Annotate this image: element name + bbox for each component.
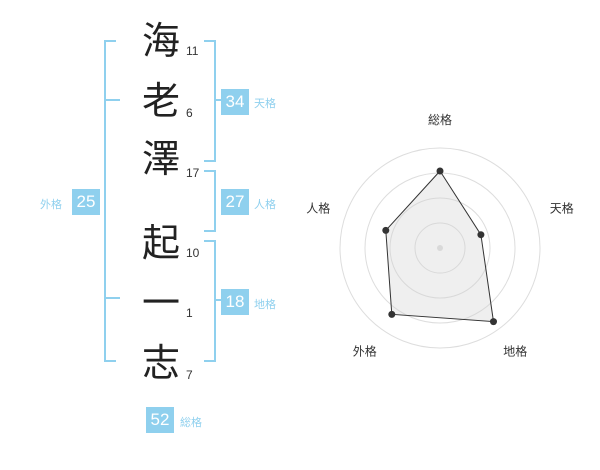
- chikaku-tick: [214, 299, 222, 301]
- radar-point-3: [489, 318, 497, 326]
- gaikaku-tick-bottom: [106, 297, 120, 299]
- tenkaku-bracket: [204, 40, 216, 162]
- gaikaku-label: 外格: [40, 198, 62, 211]
- radar-axis-label-1: 総格: [428, 112, 452, 127]
- stroke-count-4: 10: [186, 246, 200, 260]
- radar-axis-label-4: 外格: [353, 344, 377, 359]
- name-char-6: 志: [141, 341, 180, 385]
- name-char-5: 一: [141, 281, 180, 325]
- tenkaku-tick: [214, 99, 222, 101]
- radar-point-2: [477, 231, 485, 239]
- radar-ring-1: [414, 222, 466, 274]
- radar-axis-label-3: 地格: [503, 344, 527, 359]
- radar-center-dot: [437, 245, 443, 251]
- tenkaku-value: 34: [221, 89, 249, 115]
- radar-ring-4: [339, 147, 541, 349]
- radar-point-5: [382, 226, 390, 234]
- name-char-2: 老: [141, 79, 180, 123]
- tenkaku-label: 天格: [254, 97, 276, 110]
- gaikaku-value: 25: [72, 189, 100, 215]
- chikaku-value: 18: [221, 289, 249, 315]
- jinkaku-bracket: [204, 170, 216, 232]
- gaikaku-bracket: [104, 40, 116, 362]
- gaikaku-tick-top: [106, 99, 120, 101]
- jinkaku-label: 人格: [254, 198, 276, 211]
- soukaku-value: 52: [146, 407, 174, 433]
- radar-point-4: [388, 310, 396, 318]
- name-char-4: 起: [141, 221, 180, 265]
- radar-axis-label-5: 人格: [306, 200, 330, 215]
- jinkaku-value: 27: [221, 189, 249, 215]
- soukaku-label: 総格: [180, 416, 202, 429]
- stroke-count-3: 17: [186, 166, 200, 180]
- radar-point-1: [436, 167, 444, 175]
- stroke-count-1: 11: [186, 44, 199, 58]
- radar-axis-label-2: 天格: [550, 200, 574, 215]
- stroke-count-6: 7: [186, 368, 193, 382]
- name-char-3: 澤: [141, 137, 180, 181]
- chikaku-label: 地格: [254, 298, 276, 311]
- radar-series-polygon: [385, 170, 495, 323]
- radar-ring-2: [389, 197, 491, 299]
- stroke-count-5: 1: [186, 306, 193, 320]
- chikaku-bracket: [204, 240, 216, 362]
- stroke-count-2: 6: [186, 106, 193, 120]
- name-char-1: 海: [141, 19, 180, 63]
